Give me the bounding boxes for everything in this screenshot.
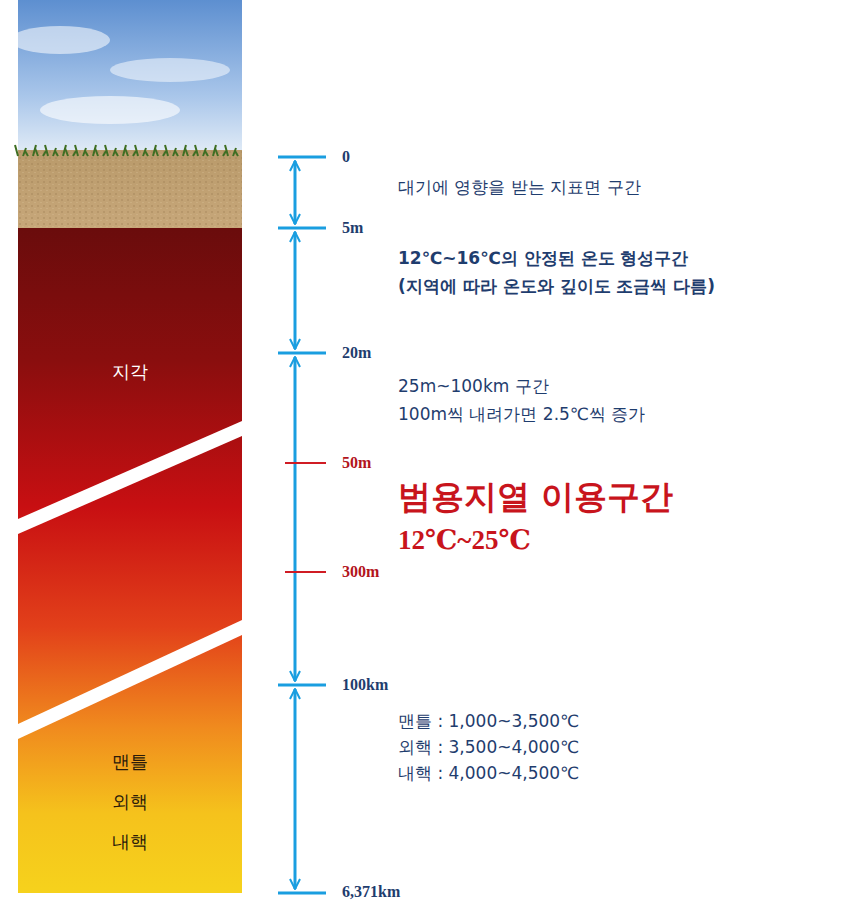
- depth-scale: [278, 157, 326, 893]
- grass-blade: [15, 145, 18, 156]
- depth-mark: 5m: [342, 219, 363, 237]
- grass-blade: [103, 151, 106, 156]
- grass-blade: [85, 151, 88, 156]
- grass-blade: [75, 145, 78, 156]
- layer-boundary: [18, 421, 242, 534]
- layer-boundary: [18, 620, 242, 739]
- grass-blade: [145, 151, 148, 156]
- grass-blade: [205, 151, 208, 156]
- depth-mark: 6,371km: [342, 883, 400, 901]
- grass-blade: [35, 148, 38, 156]
- layer-name: 외핵: [112, 792, 148, 813]
- grass-blade: [73, 151, 76, 156]
- earth-column: [10, 0, 242, 893]
- layer-temperature: 외핵 : 3,500~4,000℃: [398, 738, 579, 758]
- grass-blade: [193, 151, 196, 156]
- grass-blade: [43, 151, 46, 156]
- grass-blade: [185, 148, 188, 156]
- grass-blade: [135, 145, 138, 156]
- layer-temperature: 맨틀 : 1,000~3,500℃: [398, 712, 579, 732]
- temperature-range: 12℃~25℃: [398, 525, 531, 556]
- zone-note: 대기에 영향을 받는 지표면 구간: [398, 178, 641, 198]
- depth-mark: 300m: [342, 563, 379, 581]
- grass-blade: [45, 145, 48, 156]
- grass-blade: [133, 151, 136, 156]
- grass-blade: [115, 151, 118, 156]
- grass-blade: [195, 145, 198, 156]
- highlight-title: 범용지열 이용구간: [398, 478, 674, 516]
- depth-mark: 100km: [342, 676, 388, 694]
- grass-blade: [225, 145, 228, 156]
- grass-blade: [215, 148, 218, 156]
- layer-name: 지각: [112, 362, 148, 383]
- grass-blade: [55, 151, 58, 156]
- layer-name: 내핵: [112, 832, 148, 853]
- grass-blade: [165, 145, 168, 156]
- layer-name: 맨틀: [112, 752, 148, 773]
- zone-note: (지역에 따라 온도와 깊이도 조금씩 다름): [398, 277, 715, 297]
- grass-blade: [105, 145, 108, 156]
- zone-note: 12℃~16℃의 안정된 온도 형성구간: [398, 249, 689, 269]
- layer-temperature: 내핵 : 4,000~4,500℃: [398, 764, 579, 784]
- grass-blade: [235, 151, 238, 156]
- grass-blade: [25, 151, 28, 156]
- depth-mark: 50m: [342, 454, 371, 472]
- zone-note: 100m씩 내려가면 2.5℃씩 증가: [398, 405, 645, 425]
- depth-scale-red: [285, 463, 326, 572]
- grass-blade: [95, 148, 98, 156]
- grass-blade: [223, 151, 226, 156]
- grass-blade: [125, 148, 128, 156]
- grass-blade: [65, 148, 68, 156]
- grass-blade: [175, 151, 178, 156]
- grass-blade: [163, 151, 166, 156]
- zone-note: 25m~100km 구간: [398, 377, 549, 397]
- grass-blade: [155, 148, 158, 156]
- depth-mark: 0: [342, 148, 350, 166]
- depth-mark: 20m: [342, 344, 371, 362]
